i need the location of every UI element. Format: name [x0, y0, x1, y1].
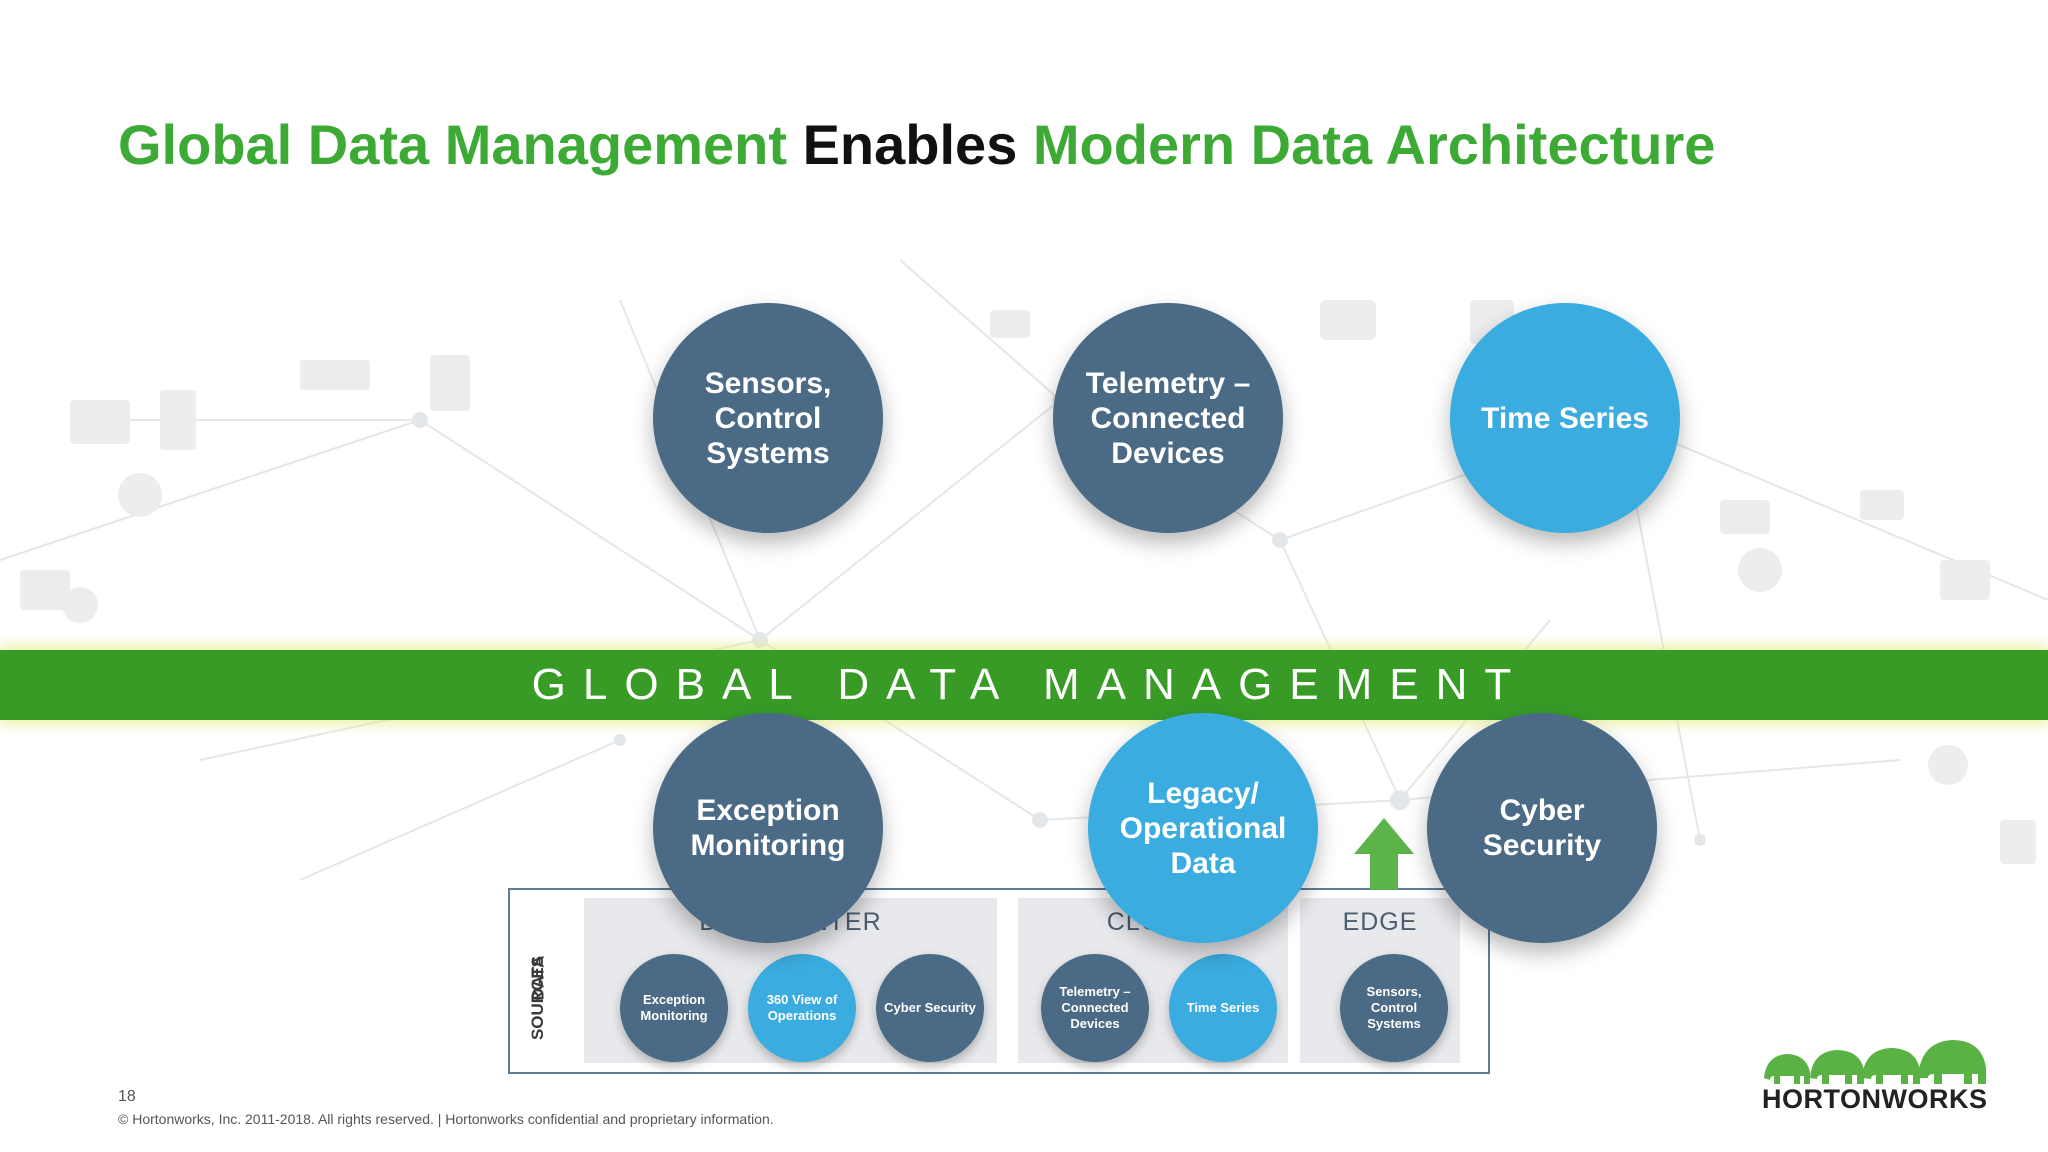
small-circle-360-view: 360 View of Operations	[748, 954, 856, 1062]
small-circle-cyber-security: Cyber Security	[876, 954, 984, 1062]
circle-legacy-operational-data: Legacy/ Operational Data	[1088, 713, 1318, 943]
hortonworks-logo-text: HORTONWORKS	[1762, 1084, 1988, 1115]
circle-exception-monitoring: Exception Monitoring	[653, 713, 883, 943]
small-circle-time-series: Time Series	[1169, 954, 1277, 1062]
page-number: 18	[118, 1088, 136, 1106]
circle-telemetry-connected-devices: Telemetry – Connected Devices	[1053, 303, 1283, 533]
circle-label: Telemetry – Connected Devices	[1071, 366, 1265, 471]
circle-sensors-control-systems: Sensors, Control Systems	[653, 303, 883, 533]
circle-cyber-security: Cyber Security	[1427, 713, 1657, 943]
small-circle-label: Sensors, Control Systems	[1348, 984, 1440, 1032]
small-circle-label: Exception Monitoring	[628, 992, 720, 1024]
up-arrow-icon	[1354, 818, 1414, 890]
slide-title: Global Data Management Enables Modern Da…	[118, 112, 1715, 177]
circle-label: Exception Monitoring	[671, 793, 865, 863]
circle-time-series: Time Series	[1450, 303, 1680, 533]
title-part-green-2: Modern Data Architecture	[1017, 113, 1715, 176]
title-part-dark: Enables	[803, 113, 1018, 176]
small-circle-label: Telemetry – Connected Devices	[1049, 984, 1141, 1032]
circle-label: Time Series	[1481, 401, 1649, 436]
circle-label: Sensors, Control Systems	[671, 366, 865, 471]
data-sources-label-line2: SOURCES	[528, 956, 548, 1040]
small-circle-label: Cyber Security	[884, 1000, 976, 1016]
data-sources-label: DATA SOURCES	[513, 940, 563, 1036]
circle-label: Cyber Security	[1445, 793, 1639, 863]
small-circle-label: 360 View of Operations	[756, 992, 848, 1024]
band-label: GLOBAL DATA MANAGEMENT	[0, 650, 2048, 720]
circle-label: Legacy/ Operational Data	[1106, 776, 1300, 881]
panel-title: EDGE	[1300, 908, 1460, 937]
small-circle-sensors: Sensors, Control Systems	[1340, 954, 1448, 1062]
small-circle-exception-monitoring: Exception Monitoring	[620, 954, 728, 1062]
copyright-text: © Hortonworks, Inc. 2011-2018. All right…	[118, 1111, 774, 1127]
small-circle-label: Time Series	[1187, 1000, 1260, 1016]
small-circle-telemetry: Telemetry – Connected Devices	[1041, 954, 1149, 1062]
title-part-green: Global Data Management	[118, 113, 803, 176]
